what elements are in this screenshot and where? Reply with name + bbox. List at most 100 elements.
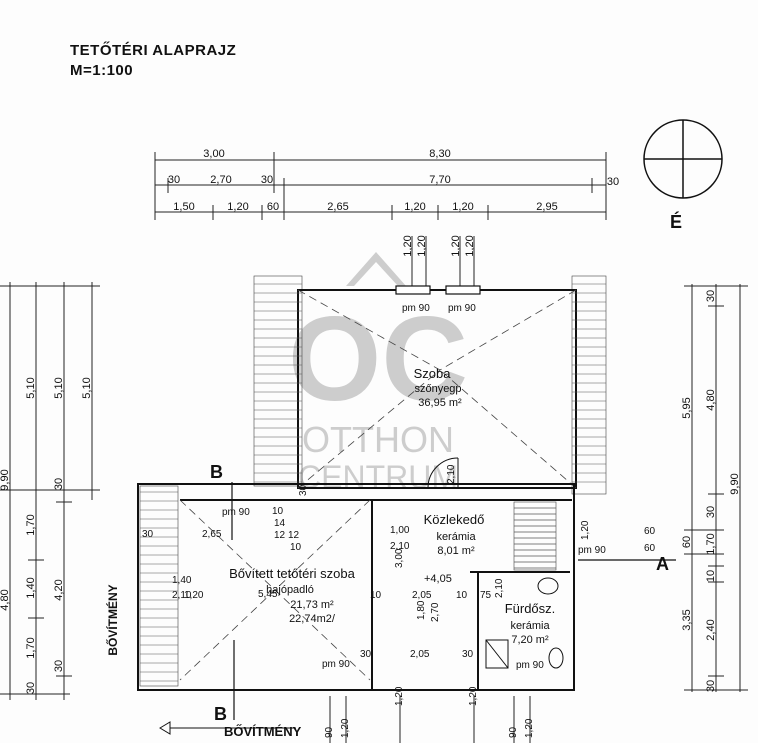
watermark-logo: OC	[288, 292, 468, 426]
dim-top-3: 30	[168, 174, 180, 186]
inner-dim-28: 30	[142, 529, 154, 540]
inner-dim-24: 12	[274, 530, 286, 541]
dim-left-5: 1,40	[25, 577, 37, 598]
dim-right-3: 3,35	[681, 609, 693, 630]
room-furdo-floor: kerámia	[510, 620, 550, 632]
bathroom-fixtures	[485, 577, 564, 669]
plan-title: TETŐTÉRI ALAPRAJZ	[70, 42, 237, 59]
inner-dim-1: 2,65	[202, 529, 222, 540]
dim-bottom-6: 1,20	[524, 718, 535, 738]
dim-right-4: 30	[705, 290, 717, 302]
inner-dim-26: 10	[272, 506, 284, 517]
compass-icon	[643, 119, 723, 199]
inner-dim-11: 1,80	[416, 600, 427, 620]
dim-right-2: 60	[681, 536, 693, 548]
dim-top-11: 2,65	[327, 201, 348, 213]
dim-left-11: 30	[53, 660, 65, 672]
inner-dim-18: 30	[462, 649, 474, 660]
room-bovitett-area: 21,73 m²	[290, 599, 334, 611]
inner-dim-5: 5,45	[258, 589, 278, 600]
dim-top-14: 2,95	[536, 201, 557, 213]
room-szoba-floor: szőnyegp	[414, 383, 461, 395]
dim-v-3: 1,20	[450, 235, 462, 256]
dim-right-10: 30	[705, 680, 717, 692]
room-bovitett-area2: 22,74m2/	[289, 613, 336, 625]
dim-left-4: 1,70	[25, 514, 37, 535]
dim-top-13: 1,20	[452, 201, 473, 213]
inner-dim-27: 10	[290, 542, 302, 553]
dim-right-8: 10	[705, 570, 717, 582]
room-szoba-area: 36,95 m²	[418, 397, 462, 409]
inner-dim-20: 60	[644, 543, 656, 554]
dim-left-2: 4,80	[0, 589, 11, 610]
dim-right-11: 9,90	[729, 473, 741, 494]
extension-label-bottom: BŐVÍTMÉNY	[224, 724, 302, 739]
north-label: É	[670, 212, 683, 232]
section-mark-a-right: A	[656, 554, 669, 574]
room-kozlekedo-area: 8,01 m²	[437, 545, 475, 557]
dim-top-6: 7,70	[429, 174, 450, 186]
pm90-2: pm 90	[448, 303, 476, 314]
inner-dim-3: 1,40	[172, 575, 192, 586]
dim-right-6: 30	[705, 506, 717, 518]
room-szoba-walls	[297, 289, 577, 489]
dim-top-12: 1,20	[404, 201, 425, 213]
dim-left-3: 5,10	[25, 377, 37, 398]
room-bovitett-name: Bővített tetőtéri szoba	[229, 566, 356, 581]
room-bovitett-floor: hajópadló	[266, 584, 314, 596]
dim-left-1: 9,90	[0, 469, 11, 490]
dim-top-2: 8,30	[429, 148, 450, 160]
room-furdo-name: Fürdősz.	[505, 601, 556, 616]
inner-dim-7: 2,10	[390, 541, 410, 552]
dim-top-5: 30	[261, 174, 273, 186]
inner-dim-23: 14	[274, 518, 286, 529]
dim-v-1: 1,20	[402, 235, 414, 256]
dim-right-7: 1,70	[705, 533, 717, 554]
dim-bottom-2: 1,20	[340, 718, 351, 738]
inner-dim-17: 30	[360, 649, 372, 660]
inner-dim-4: 2,10	[172, 590, 192, 601]
room-furdo-area: 7,20 m²	[511, 634, 549, 646]
inner-dim-12: 2,70	[430, 602, 441, 622]
inner-dim-9: 10	[370, 590, 382, 601]
dim-bottom-3: 1,20	[394, 686, 405, 706]
inner-dim-14: 75	[480, 590, 492, 601]
dim-left-10: 4,20	[53, 579, 65, 600]
dim-top-7: 30	[607, 176, 619, 188]
dim-bottom-1: 90	[324, 726, 335, 738]
dim-left-7: 30	[25, 682, 37, 694]
inner-dim-13: 10	[456, 590, 468, 601]
pm90-5: pm 90	[322, 659, 350, 670]
dim-top-9: 1,20	[227, 201, 248, 213]
room-kozlekedo-name: Közlekedő	[424, 512, 485, 527]
dim-top-1: 3,00	[203, 148, 224, 160]
dim-v-4: 1,20	[464, 235, 476, 256]
dim-left-6: 1,70	[25, 637, 37, 658]
pm90-4: pm 90	[578, 545, 606, 556]
dim-left-9: 30	[53, 478, 65, 490]
watermark-line1: OTTHON	[302, 419, 454, 460]
arrow-left-icon	[159, 721, 171, 735]
dim-v-2: 1,20	[416, 235, 428, 256]
watermark: OC OTTHON CENTRUM	[288, 252, 468, 495]
dim-top-4: 2,70	[210, 174, 231, 186]
dim-right-9: 2,40	[705, 619, 717, 640]
dim-left-12: 5,10	[81, 377, 93, 398]
door-arc-icon	[427, 457, 459, 489]
extension-label-left: BŐVÍTMÉNY	[105, 584, 120, 655]
section-mark-b-bottom: B	[214, 704, 227, 724]
dim-right-1: 5,95	[681, 397, 693, 418]
lower-floor-walls	[137, 483, 575, 691]
inner-dim-19: 60	[644, 526, 656, 537]
roof-tiles-upper	[253, 275, 607, 495]
pm90-3: pm 90	[222, 507, 250, 518]
inner-dim-15: 2,10	[494, 578, 505, 598]
plan-scale: M=1:100	[70, 62, 134, 79]
dim-bottom-5: 90	[508, 726, 519, 738]
room-kozlekedo-floor: kerámia	[436, 531, 476, 543]
pm90-6: pm 90	[516, 660, 544, 671]
room-szoba-name: Szoba	[414, 366, 452, 381]
inner-dim-16: 2,05	[410, 649, 430, 660]
